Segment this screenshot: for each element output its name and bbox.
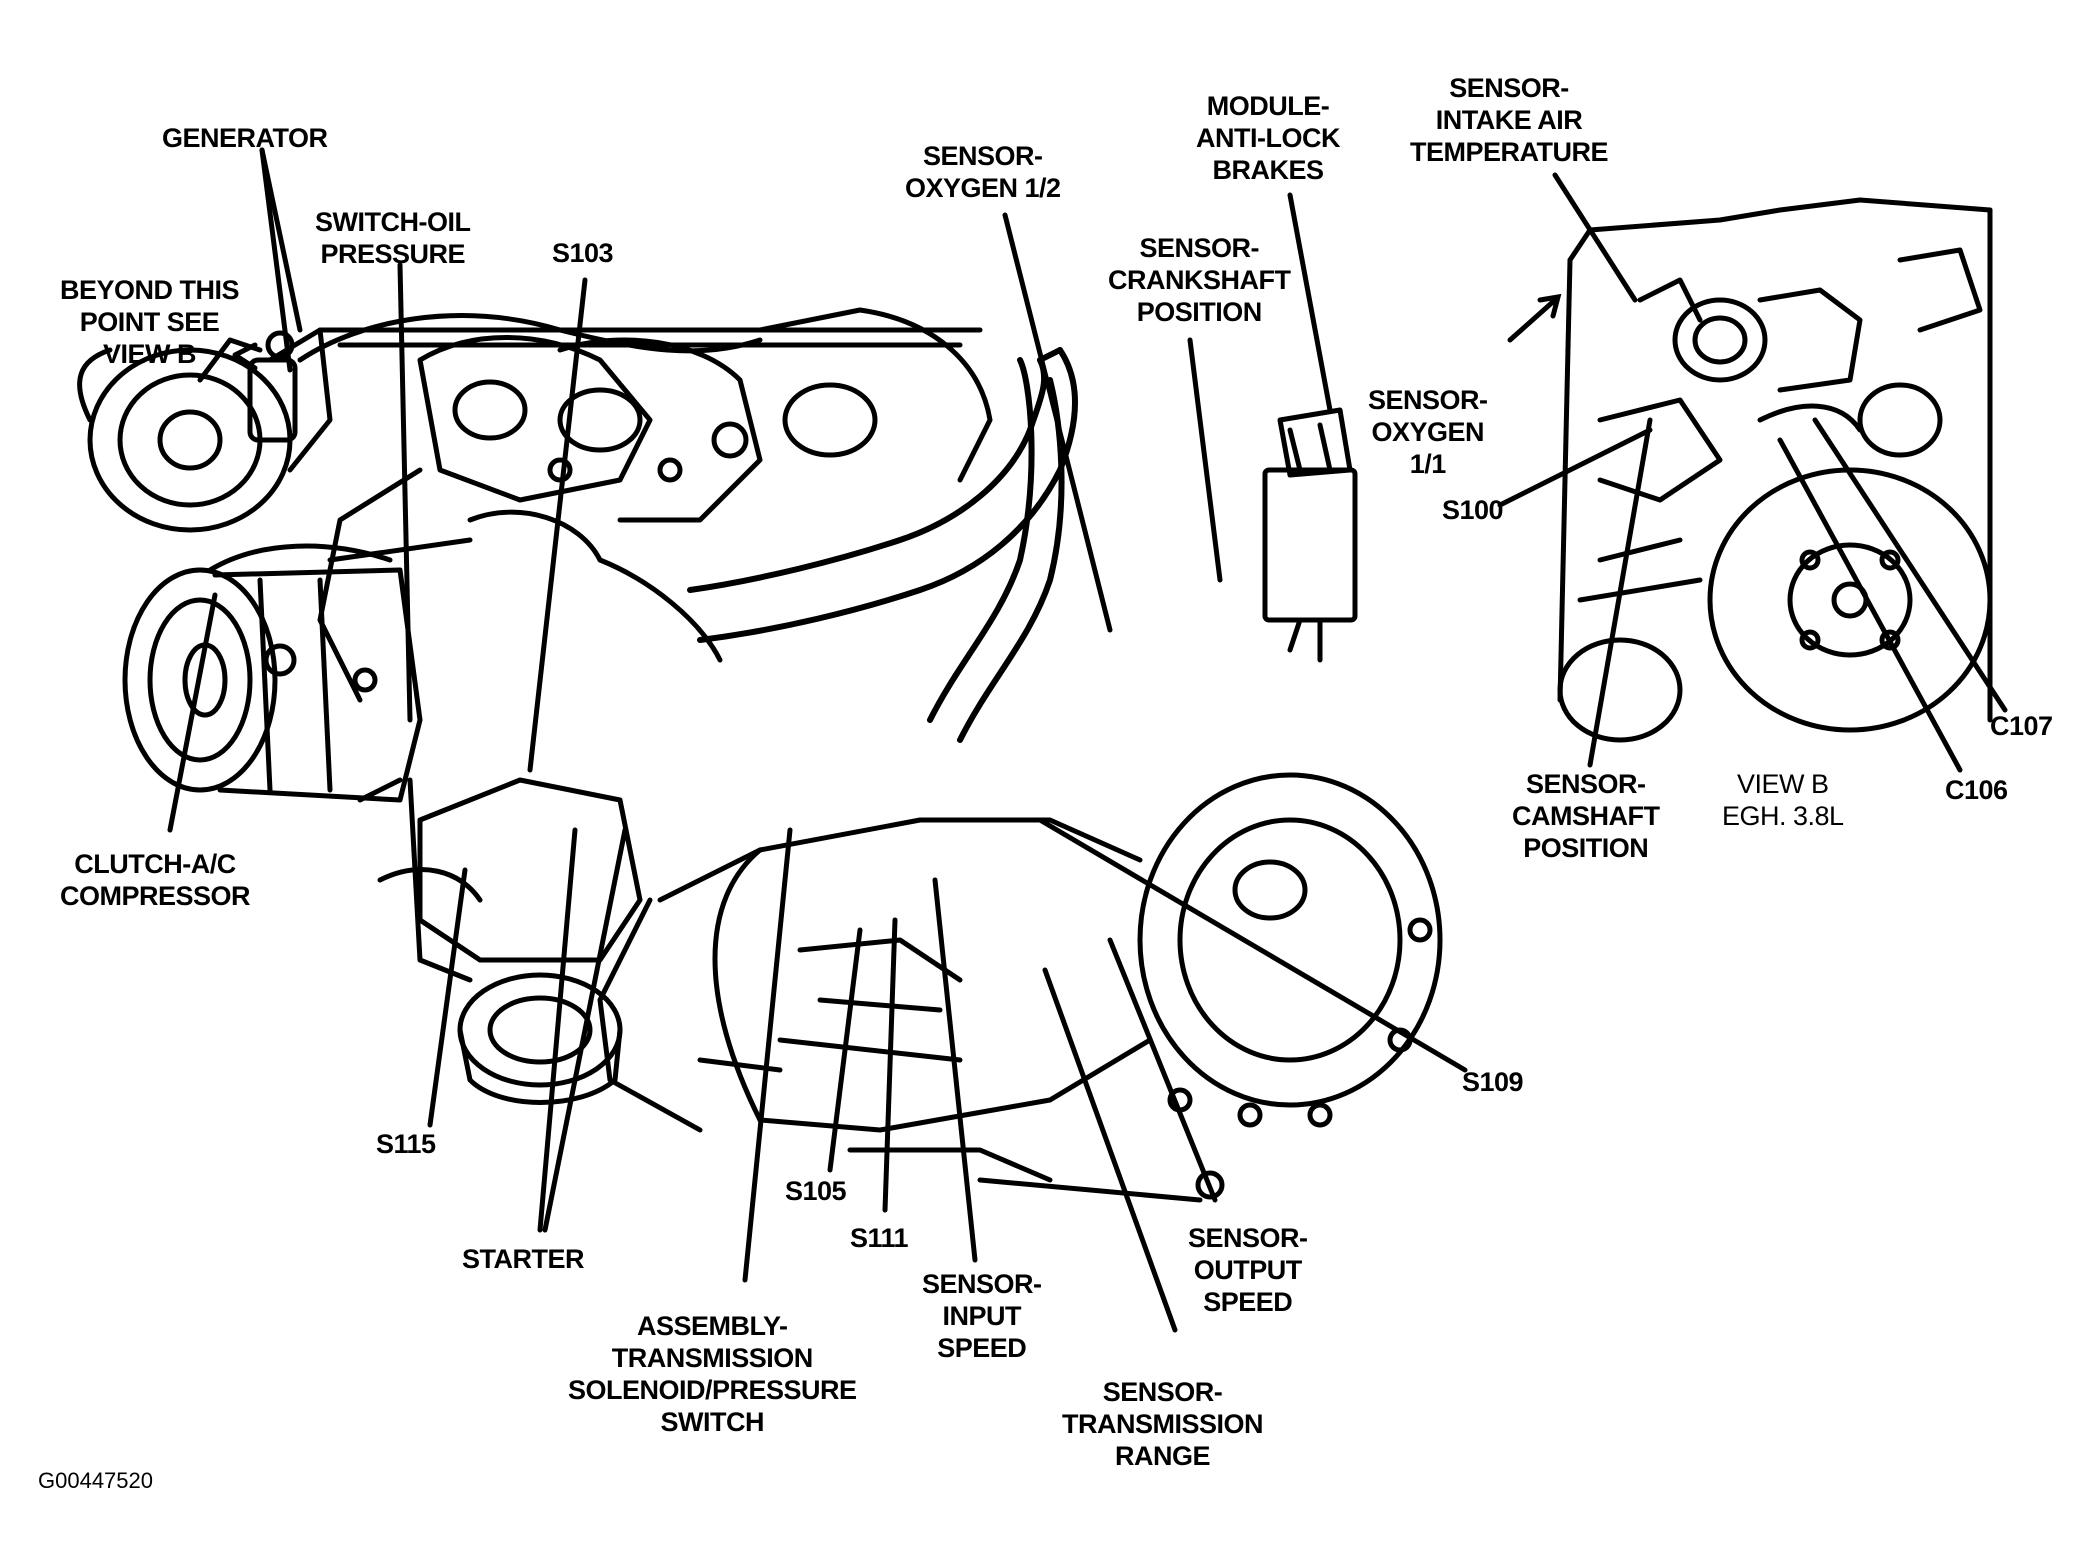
- label-s105: S105: [785, 1176, 847, 1206]
- label-c106: C106: [1945, 775, 2008, 805]
- leader-starter-b: [542, 827, 628, 1233]
- label-sensor-camshaft: SENSOR- CAMSHAFT POSITION: [1512, 769, 1660, 863]
- leader-starter-a: [537, 827, 578, 1233]
- label-sensor-output-speed: SENSOR- OUTPUT SPEED: [1188, 1223, 1308, 1317]
- abs-module-drawing: [1262, 407, 1358, 663]
- label-c107: C107: [1990, 711, 2053, 741]
- leader-beyond: [232, 342, 258, 371]
- leader-c106: [1777, 437, 1963, 773]
- label-sensor-crankshaft: SENSOR- CRANKSHAFT POSITION: [1108, 233, 1291, 327]
- leader-assembly: [742, 827, 793, 1283]
- leader-switch-oil: [397, 262, 413, 723]
- engine-block-drawing: [297, 307, 993, 703]
- leader-trans-range: [1042, 967, 1178, 1333]
- label-s100: S100: [1442, 495, 1504, 525]
- leader-c107: [1812, 417, 2008, 713]
- label-clutch-ac: CLUTCH-A/C COMPRESSOR: [60, 849, 251, 911]
- label-module-abs: MODULE- ANTI-LOCK BRAKES: [1196, 91, 1340, 185]
- view-b-drawing: [1557, 197, 1993, 743]
- leader-generator-a: [259, 147, 293, 373]
- leader-input-speed: [932, 877, 978, 1263]
- label-view-b: VIEW B EGH. 3.8L: [1722, 769, 1844, 831]
- label-sensor-transmission-range: SENSOR- TRANSMISSION RANGE: [1062, 1377, 1264, 1471]
- leader-crank: [1187, 337, 1223, 583]
- leader-generator-b: [259, 147, 303, 333]
- leader-s115: [427, 867, 468, 1128]
- leader-o2-11: [1507, 293, 1562, 343]
- label-assembly-transmission: ASSEMBLY- TRANSMISSION SOLENOID/PRESSURE…: [568, 1311, 857, 1437]
- leader-iat: [1552, 172, 1638, 303]
- label-s109: S109: [1462, 1067, 1524, 1097]
- label-s111: S111: [850, 1223, 909, 1253]
- starter-drawing: [357, 777, 643, 1105]
- label-sensor-input-speed: SENSOR- INPUT SPEED: [922, 1269, 1042, 1363]
- label-sensor-iat: SENSOR- INTAKE AIR TEMPERATURE: [1410, 73, 1609, 167]
- label-starter: STARTER: [462, 1244, 585, 1274]
- leader-s105: [827, 927, 863, 1173]
- label-s103: S103: [552, 238, 614, 268]
- leader-camshaft: [1587, 417, 1653, 768]
- leader-o2-12: [1002, 212, 1113, 633]
- label-sensor-oxygen-12: SENSOR- OXYGEN 1/2: [905, 141, 1061, 203]
- label-sensor-oxygen-11: SENSOR- OXYGEN 1/1: [1368, 385, 1488, 479]
- leader-abs: [1287, 192, 1333, 413]
- label-s115: S115: [376, 1129, 436, 1159]
- transmission-drawing: [597, 772, 1443, 1203]
- figure-id: G00447520: [38, 1468, 153, 1493]
- ac-compressor-drawing: [122, 543, 423, 803]
- label-switch-oil-pressure: SWITCH-OIL PRESSURE: [315, 207, 471, 269]
- leader-s111: [882, 917, 898, 1213]
- leader-clutch: [167, 592, 218, 833]
- leader-s100: [1497, 427, 1653, 508]
- leader-output-speed: [1107, 937, 1218, 1203]
- leader-s103: [527, 277, 588, 773]
- label-generator: GENERATOR: [162, 123, 328, 153]
- generator-drawing: [77, 327, 333, 533]
- leader-s109: [1037, 817, 1468, 1073]
- label-beyond-point: BEYOND THIS POINT SEE VIEW B: [60, 275, 240, 369]
